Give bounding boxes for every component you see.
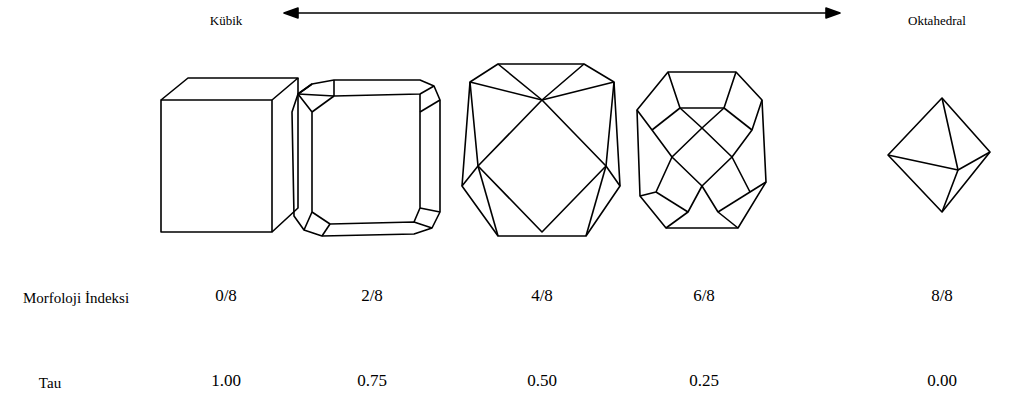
row-heading: Tau — [39, 375, 61, 392]
truncated-cube-shape — [292, 80, 440, 236]
index-value: 2/8 — [361, 287, 383, 306]
octahedron-shape — [888, 98, 990, 212]
range-arrow — [296, 12, 828, 14]
arrow-head — [284, 8, 298, 18]
index-value: 4/8 — [531, 287, 553, 306]
end-label: Oktahedral — [908, 14, 966, 28]
tau-value: 0.00 — [927, 372, 957, 391]
end-label: Kübik — [210, 14, 243, 28]
tau-value: 1.00 — [211, 372, 241, 391]
index-value: 8/8 — [931, 287, 953, 306]
row-heading: Morfoloji İndeksi — [23, 290, 129, 307]
index-value: 6/8 — [693, 287, 715, 306]
truncated-octahedron-shape — [637, 72, 766, 228]
tau-value: 0.25 — [689, 372, 719, 391]
index-value: 0/8 — [215, 287, 237, 306]
cuboctahedron-shape — [462, 64, 620, 236]
arrow-head — [826, 8, 840, 18]
tau-value: 0.75 — [357, 372, 387, 391]
tau-value: 0.50 — [527, 372, 557, 391]
cube-shape — [161, 78, 298, 232]
